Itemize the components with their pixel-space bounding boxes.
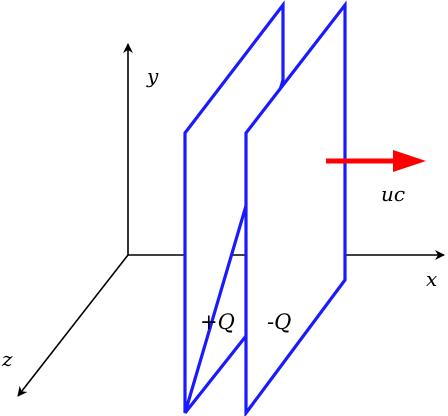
plate-positive (183, 0, 285, 414)
y-axis-label: y (146, 64, 159, 88)
z-axis-line (17, 254, 129, 397)
z-axis-label: z (1, 347, 13, 371)
capacitor-plates (183, 0, 347, 416)
velocity-arrow-head (393, 150, 426, 172)
plate-negative-label: -Q (267, 310, 291, 334)
velocity-arrow (326, 150, 426, 172)
velocity-label: uc (381, 182, 405, 206)
plate-negative (244, 0, 347, 416)
x-axis-label: x (426, 267, 437, 291)
plate-positive-bottom-edge (183, 335, 248, 414)
plate-positive-label: +Q (200, 310, 235, 334)
